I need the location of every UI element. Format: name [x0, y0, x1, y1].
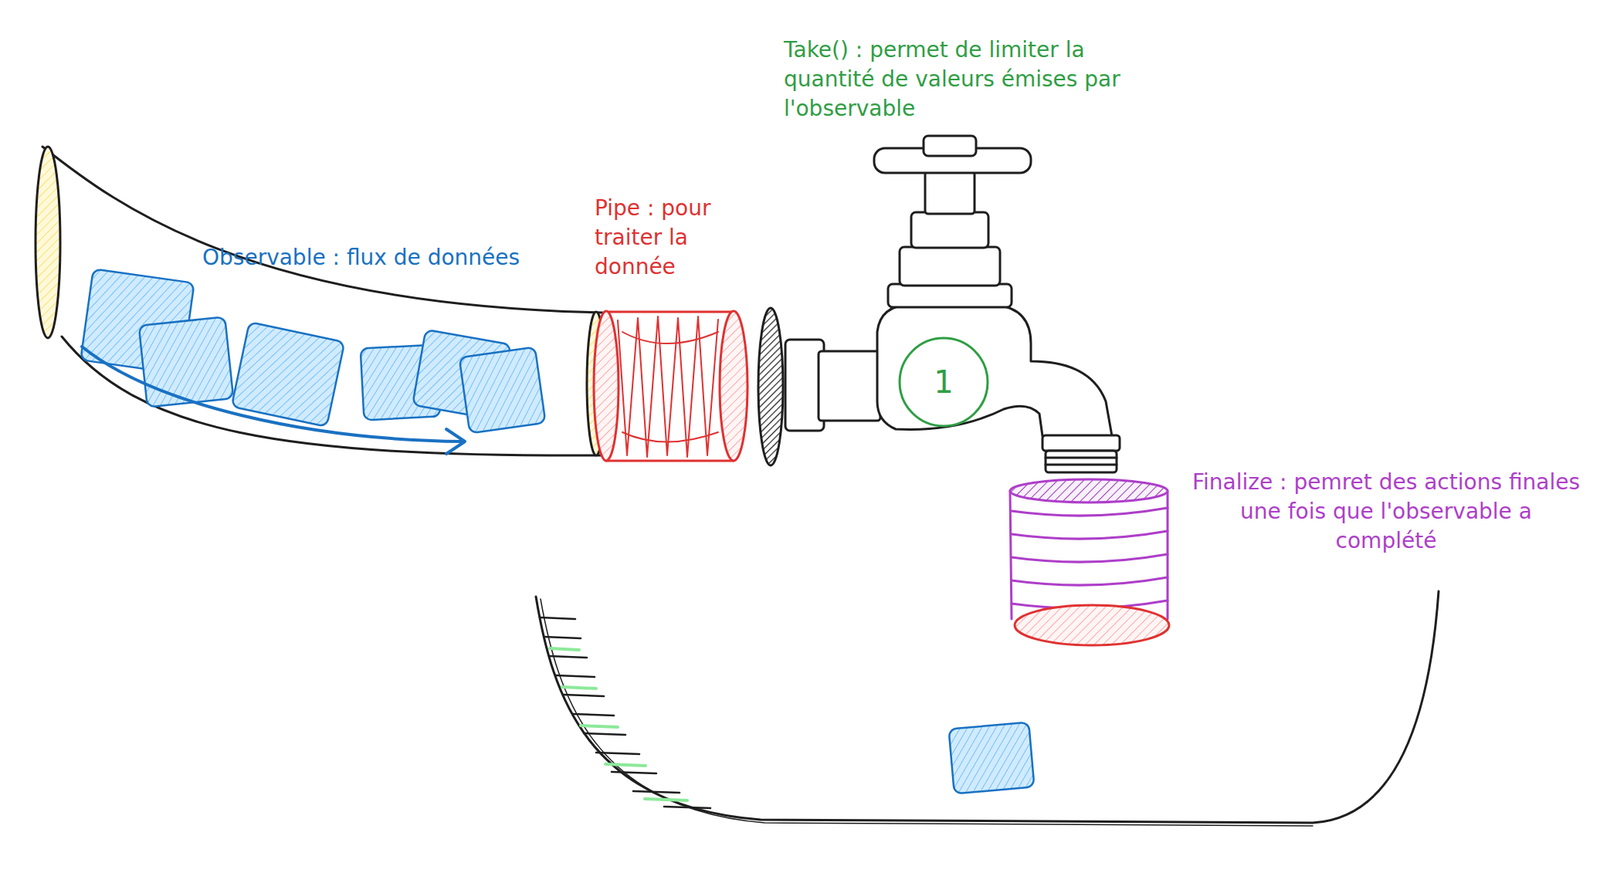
pipe-bellows	[606, 311, 734, 314]
sink-hatching	[549, 648, 688, 801]
callout-number: 1	[897, 335, 990, 429]
pipe-bellows	[719, 311, 748, 462]
finalize-cylinder	[1011, 508, 1168, 609]
flow-arrow	[446, 429, 465, 455]
node-label: Take() : permet de limiter la quantité d…	[783, 35, 1128, 124]
tap	[911, 212, 989, 248]
finalize-cylinder	[1010, 479, 1168, 503]
tap	[899, 247, 1000, 286]
pipe-bellows	[593, 311, 619, 462]
tap: Take() : permet de limiter la quantité d…	[776, 30, 1124, 479]
data-square	[949, 722, 1035, 795]
tube	[35, 146, 61, 339]
tap	[785, 135, 1120, 473]
node-label: Observable : flux de données	[202, 243, 566, 273]
tap	[1042, 435, 1120, 451]
flow-arrow	[81, 346, 465, 455]
tap	[818, 351, 881, 421]
tap	[1045, 457, 1117, 465]
finalize-cylinder: Finalize : pemret des actions finales un…	[1003, 463, 1587, 649]
flow-arrow	[81, 346, 464, 442]
sink-hatching	[540, 617, 711, 809]
sink	[535, 591, 1439, 827]
flange	[758, 308, 784, 466]
data-square	[231, 322, 346, 428]
pipe-bellows	[606, 460, 734, 463]
tap	[923, 135, 977, 156]
data-square	[459, 347, 546, 434]
pipe-bellows	[617, 316, 719, 458]
data-square	[138, 316, 234, 407]
tap	[877, 305, 1112, 437]
node-label: Pipe : pour traiter la donnée	[594, 193, 753, 282]
node-label: Finalize : pemret des actions finales un…	[1189, 467, 1584, 556]
pipe-bellows	[622, 332, 719, 443]
pipe-bellows	[593, 311, 748, 462]
pipe-bellows: Pipe : pour traiter la donnée	[590, 189, 757, 472]
finalize-cylinder	[1010, 479, 1168, 620]
data-square	[80, 268, 546, 434]
flange	[758, 308, 784, 466]
tap	[1045, 450, 1117, 473]
sink-hatching	[540, 617, 711, 809]
sink	[535, 591, 1439, 824]
data-square	[949, 722, 1035, 795]
sink	[540, 599, 1313, 827]
tube	[35, 146, 606, 456]
tap	[925, 171, 975, 214]
observable-tube: Observable : flux de données	[38, 138, 611, 472]
limit-circle: 1	[897, 335, 990, 429]
tap	[888, 284, 1012, 308]
filter-base	[1014, 605, 1170, 646]
filter-base	[1014, 605, 1170, 646]
